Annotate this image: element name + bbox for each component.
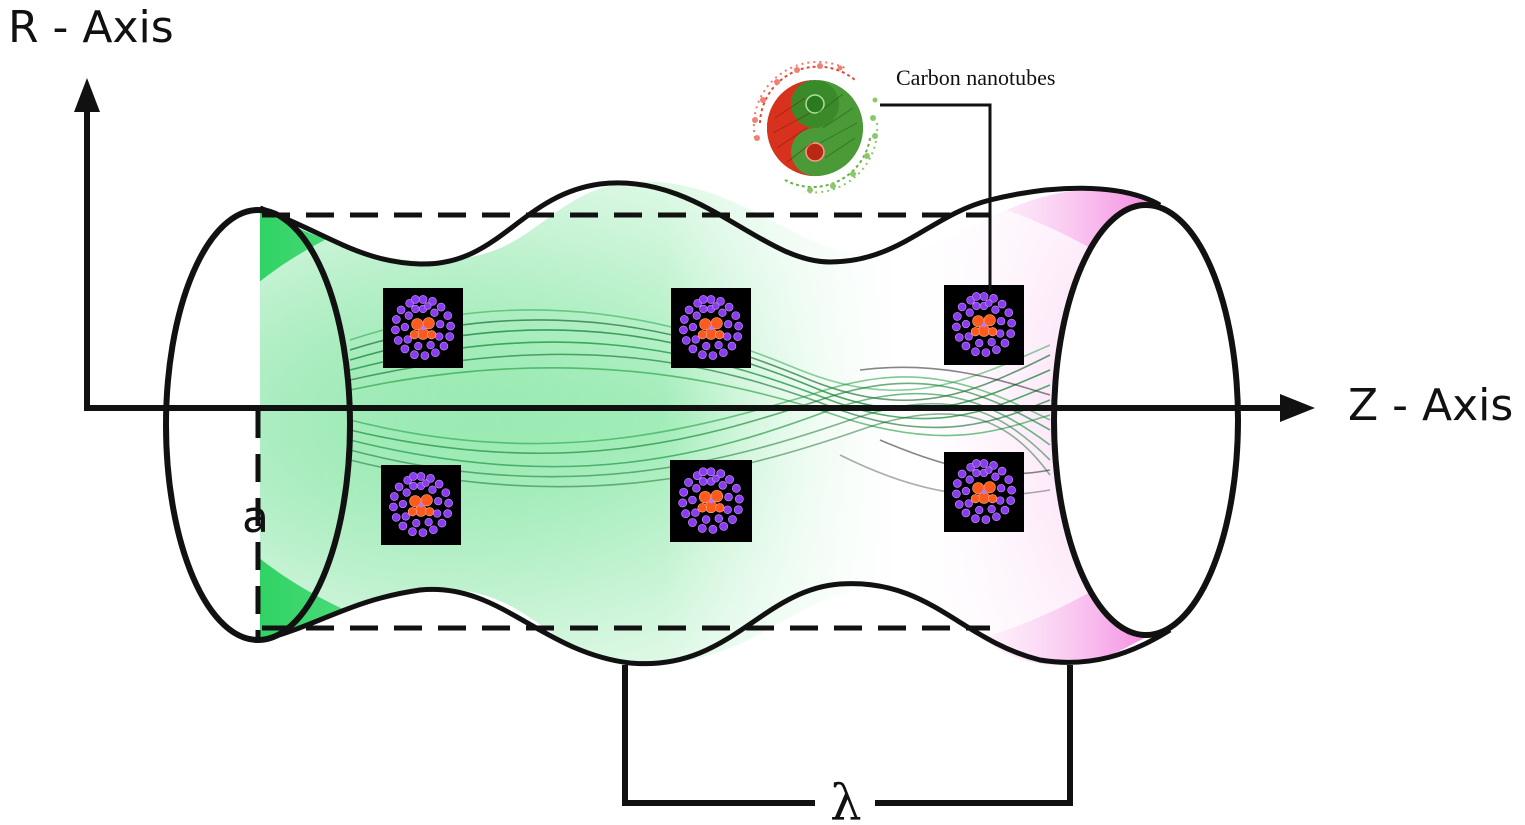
z-axis-label: Z - Axis xyxy=(1348,380,1513,431)
nanoparticle-icon xyxy=(380,465,462,545)
carbon-nanotube-icon xyxy=(752,61,879,194)
r-axis xyxy=(74,78,100,410)
channel-walls xyxy=(259,180,1172,667)
inlet-ellipse xyxy=(163,207,353,643)
mean-width-lines xyxy=(255,212,990,640)
nanoparticle-icon xyxy=(382,288,464,368)
lower-wall xyxy=(261,581,1172,667)
nanoparticle-icon xyxy=(943,452,1025,532)
nanoparticle-icon xyxy=(669,460,753,542)
upper-wall xyxy=(259,180,1162,267)
wavelength-bracket-left xyxy=(622,665,815,806)
streamlines xyxy=(349,309,1051,497)
outlet-ellipse xyxy=(1051,202,1241,638)
nanoparticle-icon xyxy=(943,285,1025,365)
wavelength-bracket-right xyxy=(875,665,1073,806)
nanoparticle-icon xyxy=(670,288,752,368)
radius-label: a xyxy=(242,492,269,543)
r-axis-label: R - Axis xyxy=(8,2,174,53)
z-axis xyxy=(84,394,1315,422)
carbon-nanotubes-label: Carbon nanotubes xyxy=(896,65,1055,90)
wavelength-label: λ xyxy=(830,774,862,825)
nanotube-callout-line xyxy=(880,103,992,292)
